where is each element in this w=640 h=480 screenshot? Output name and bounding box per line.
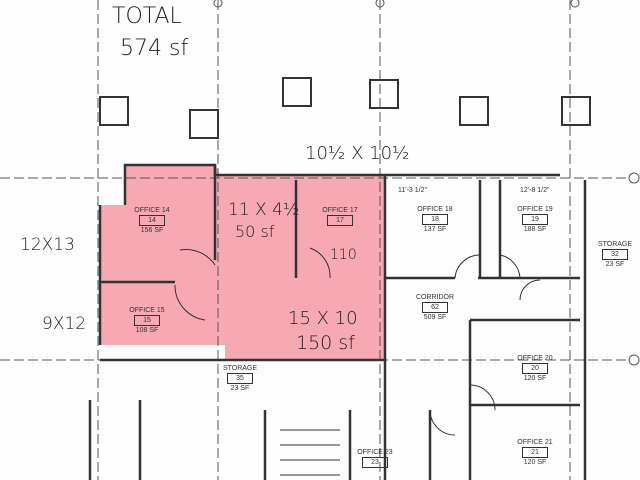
dim-top: 10½ X 10½ — [305, 143, 410, 164]
dim-office14: 12X13 — [20, 235, 75, 255]
dim-bottom: 15 X 10 — [288, 308, 358, 329]
office17-area: 110 — [330, 247, 357, 263]
highlighted-area — [100, 165, 385, 360]
dim-middle: 11 X 4½ — [228, 200, 300, 220]
area-bottom: 150 sf — [296, 332, 355, 354]
total-label: TOTAL — [112, 4, 182, 29]
total-area: 574 sf — [120, 36, 189, 61]
dim-office15: 9X12 — [42, 314, 87, 334]
dim-office19-width: 12'-8 1/2" — [520, 187, 550, 194]
area-middle: 50 sf — [235, 222, 275, 241]
dim-office18-width: 11'-3 1/2" — [398, 187, 427, 194]
